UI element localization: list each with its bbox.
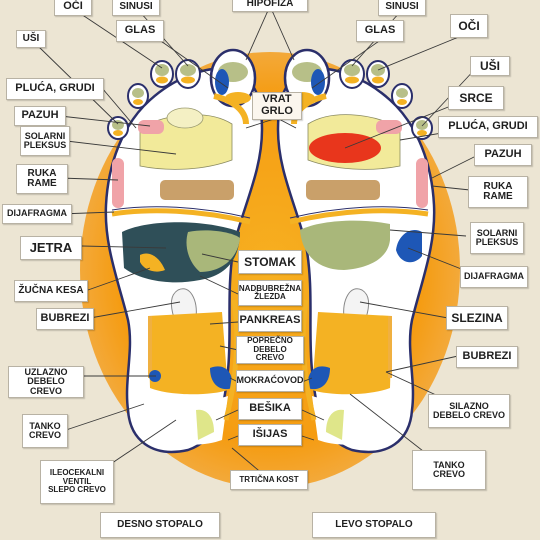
label-usi-left: UŠI bbox=[16, 30, 46, 48]
label-bubrezi-right: BUBREZI bbox=[456, 346, 518, 368]
label-srce: SRCE bbox=[448, 86, 504, 110]
label-glas-left: GLAS bbox=[116, 20, 164, 42]
label-tanko-left: TANKO CREVO bbox=[22, 414, 68, 448]
label-bubrezi-left: BUBREZI bbox=[36, 308, 94, 330]
right-intestine-zone bbox=[148, 312, 228, 395]
label-solarni-left: SOLARNI PLEKSUS bbox=[20, 126, 70, 156]
label-tanko-right: TANKO CREVO bbox=[412, 450, 486, 490]
label-slezina: SLEZINA bbox=[446, 306, 508, 330]
label-trticna-kost: TRTIČNA KOST bbox=[230, 470, 308, 490]
label-pluca-left: PLUĆA, GRUDI bbox=[6, 78, 104, 100]
label-desno-stopalo: DESNO STOPALO bbox=[100, 512, 220, 538]
label-oci-right: OČI bbox=[450, 14, 488, 38]
label-dijafragma-right: DIJAFRAGMA bbox=[460, 266, 528, 288]
label-besika: BEŠIKA bbox=[238, 398, 302, 420]
label-ruka-right: RUKA RAME bbox=[468, 176, 528, 208]
label-pazuh-left: PAZUH bbox=[14, 106, 66, 126]
label-uzlazno: UZLAZNO DEBELO CREVO bbox=[8, 366, 84, 398]
label-hipofiza: HIPOFIZA bbox=[232, 0, 308, 12]
label-jetra: JETRA bbox=[20, 236, 82, 260]
label-usi-right: UŠI bbox=[470, 56, 510, 76]
label-ruka-left: RUKA RAME bbox=[16, 164, 68, 194]
label-pazuh-right: PAZUH bbox=[474, 144, 532, 166]
label-nadbubrezna: NADBUBREŽNA ŽLEZDA bbox=[238, 280, 302, 306]
label-solarni-right: SOLARNI PLEKSUS bbox=[470, 222, 524, 254]
label-oci-left: OČI bbox=[54, 0, 92, 16]
label-sinusi-left: SINUSI bbox=[112, 0, 160, 16]
label-stomak: STOMAK bbox=[238, 250, 302, 274]
label-levo-stopalo: LEVO STOPALO bbox=[312, 512, 436, 538]
label-silazno: SILAZNO DEBELO CREVO bbox=[428, 394, 510, 428]
label-vrat-grlo: VRAT GRLO bbox=[252, 92, 302, 120]
label-sinusi-right: SINUSI bbox=[378, 0, 426, 16]
label-mokracovod: MOKRAĆOVOD bbox=[236, 370, 304, 392]
label-pluca-right: PLUĆA, GRUDI bbox=[438, 116, 538, 138]
spleen-zone bbox=[396, 230, 422, 263]
label-pankreas: PANKREAS bbox=[238, 310, 302, 332]
label-zucna-kesa: ŽUČNA KESA bbox=[14, 280, 88, 302]
label-poprecno: POPREČNO DEBELO CREVO bbox=[236, 336, 304, 364]
label-dijafragma-left: DIJAFRAGMA bbox=[2, 204, 72, 224]
label-glas-right: GLAS bbox=[356, 20, 404, 42]
right-foot bbox=[104, 48, 264, 454]
label-ileocekalni: ILEOCEKALNI VENTIL SLEPO CREVO bbox=[40, 460, 114, 504]
label-isijas: IŠIJAS bbox=[238, 424, 302, 446]
left-foot bbox=[276, 48, 436, 454]
